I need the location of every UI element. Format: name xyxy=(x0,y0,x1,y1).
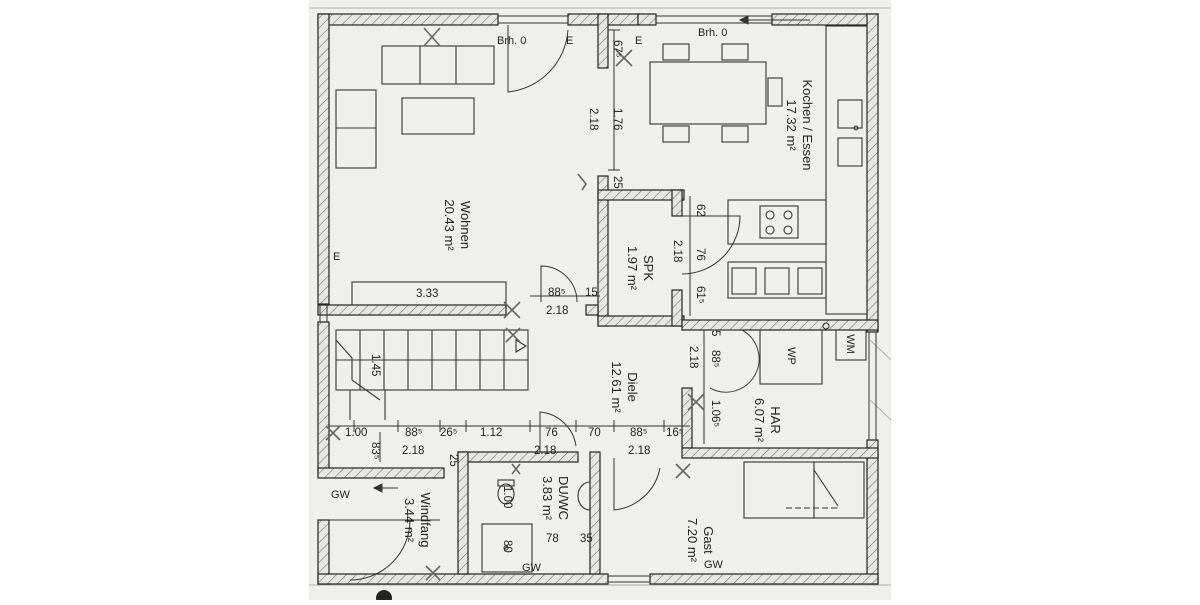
dim-25: 25 xyxy=(611,176,623,189)
room-gast-name: Gast xyxy=(701,526,716,554)
room-spk-area: 1.97 m² xyxy=(625,246,640,291)
room-duwc-area: 3.83 m² xyxy=(540,476,555,521)
dim-218-f: 2.18 xyxy=(534,445,556,457)
doors xyxy=(329,25,760,581)
dim-62: 62 xyxy=(694,204,706,217)
room-windfang-name: Windfang xyxy=(418,493,433,548)
staircase xyxy=(335,329,529,420)
dim-5: 5 xyxy=(709,330,721,336)
room-wohnen-name: Wohnen xyxy=(458,201,473,249)
background-lines xyxy=(309,7,892,586)
dim-885-a: 88⁵ xyxy=(548,287,566,299)
tag-gw3: GW xyxy=(704,559,724,571)
dim-15: 15 xyxy=(585,287,598,299)
dim-80: 80 xyxy=(501,540,513,553)
tags: Brh. 0 Brh. 0 E E E WP WM GW GW GW xyxy=(331,27,856,574)
tag-e-top: E xyxy=(566,35,573,47)
tag-gw2: GW xyxy=(522,562,542,574)
dim-885-b: 88⁵ xyxy=(709,350,721,368)
furniture xyxy=(335,25,868,573)
room-diele-name: Diele xyxy=(625,372,640,402)
dim-218-g: 2.18 xyxy=(628,445,650,457)
tag-wp: WP xyxy=(785,347,797,365)
tag-brh-right: Brh. 0 xyxy=(698,27,727,39)
dim-218-d: 2.18 xyxy=(687,346,699,368)
dim-100: 1.00 xyxy=(345,427,367,439)
dim-35: 35 xyxy=(580,533,593,545)
room-har-area: 6.07 m² xyxy=(752,398,767,443)
dim-112: 1.12 xyxy=(480,427,502,439)
pencil-marks xyxy=(325,27,705,581)
room-wohnen-area: 20.43 m² xyxy=(442,199,457,251)
room-kochen-name: Kochen / Essen xyxy=(800,79,815,170)
dim-70: 70 xyxy=(588,427,601,439)
dimension-labels: 3.33 88⁵ 15 2.18 67⁵ 1.76 2.18 25 62 2.1… xyxy=(345,40,721,553)
dimension-lines xyxy=(329,29,705,462)
room-kochen-area: 17.32 m² xyxy=(784,99,799,151)
room-duwc: DU/WC 3.83 m² xyxy=(540,476,571,521)
dim-265: 26⁵ xyxy=(440,427,458,439)
dim-885-d: 88⁵ xyxy=(630,427,648,439)
room-diele: Diele 12.61 m² xyxy=(609,361,640,413)
room-spk-name: SPK xyxy=(641,255,656,281)
dim-218-e: 2.18 xyxy=(402,445,424,457)
room-gast: Gast 7.20 m² xyxy=(685,518,716,563)
room-duwc-name: DU/WC xyxy=(556,476,571,520)
dim-78: 78 xyxy=(546,533,559,545)
dim-218-b: 2.18 xyxy=(587,108,599,130)
room-spk: SPK 1.97 m² xyxy=(625,246,656,291)
dim-1065: 1.06⁵ xyxy=(709,400,721,427)
tag-brh-left: Brh. 0 xyxy=(497,35,526,47)
arrows xyxy=(372,15,810,493)
dim-76-b: 76 xyxy=(545,427,558,439)
dim-675: 67⁵ xyxy=(611,40,623,58)
tag-e-top2: E xyxy=(635,35,642,47)
windows xyxy=(319,15,877,583)
tag-e-left: E xyxy=(333,251,340,263)
dim-76-a: 76 xyxy=(694,248,706,261)
room-wohnen: Wohnen 20.43 m² xyxy=(442,199,473,251)
tag-gw1: GW xyxy=(331,489,351,501)
dim-615: 61⁵ xyxy=(694,286,706,304)
dim-218-a: 2.18 xyxy=(546,305,568,317)
room-har-name: HAR xyxy=(768,406,783,433)
dim-165: 16⁵ xyxy=(666,427,684,439)
dim-835: 83⁵ xyxy=(369,442,381,460)
room-labels: Wohnen 20.43 m² Kochen / Essen 17.32 m² … xyxy=(402,79,815,562)
dim-176: 1.76 xyxy=(611,108,623,130)
dim-885-c: 88⁵ xyxy=(405,427,423,439)
inner-walls xyxy=(317,13,879,575)
dim-218-c: 2.18 xyxy=(671,240,683,262)
outer-walls xyxy=(317,13,879,585)
room-gast-area: 7.20 m² xyxy=(685,518,700,563)
room-kochen: Kochen / Essen 17.32 m² xyxy=(784,79,815,170)
room-windfang-area: 3.44 m² xyxy=(402,498,417,543)
dim-100b: 1.00 xyxy=(501,486,513,508)
room-windfang: Windfang 3.44 m² xyxy=(402,493,433,548)
tag-wm: WM xyxy=(844,334,856,354)
dim-25b: 25 xyxy=(447,454,459,467)
room-diele-area: 12.61 m² xyxy=(609,361,624,413)
room-har: HAR 6.07 m² xyxy=(752,398,783,443)
dim-333: 3.33 xyxy=(416,288,438,300)
dim-145: 1.45 xyxy=(369,354,381,376)
